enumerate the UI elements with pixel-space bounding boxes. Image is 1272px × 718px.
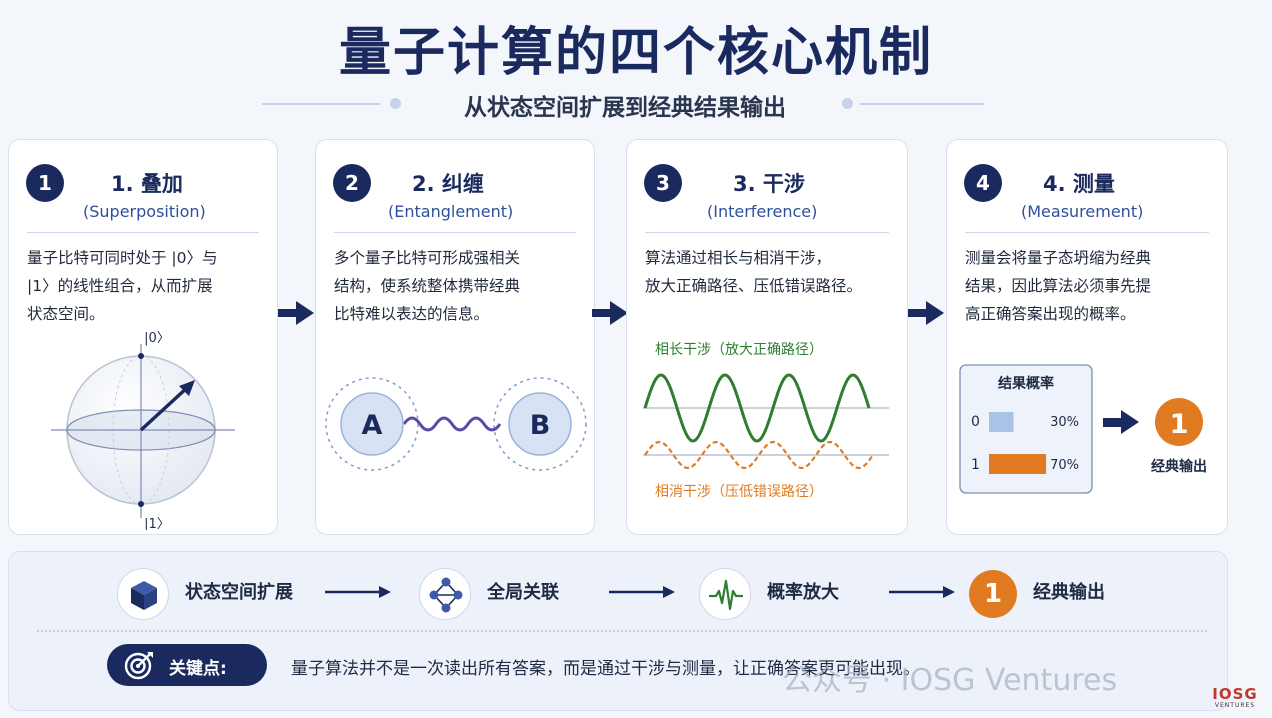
subtitle-dot-right — [842, 98, 853, 109]
card-divider — [334, 232, 576, 233]
sphere-top-label: |0〉 — [144, 331, 170, 346]
page-subtitle: 从状态空间扩展到经典结果输出 — [464, 95, 786, 121]
card-number: 1 — [26, 164, 64, 202]
desc-line: 状态空间。 — [27, 305, 105, 323]
sphere-bottom-label: |1〉 — [144, 517, 170, 530]
subtitle-line-left — [262, 103, 380, 105]
flow-step-label: 状态空间扩展 — [185, 582, 293, 603]
card-number: 3 — [644, 164, 682, 202]
node-b-label: B — [530, 410, 551, 441]
result-arrow-icon — [1121, 410, 1139, 434]
card-entanglement: 2 2. 纠缠 (Entanglement) 多个量子比特可形成强相关 结构，使… — [315, 139, 595, 535]
node-b-halo — [493, 377, 587, 471]
desc-line: 结构，使系统整体携带经典 — [334, 277, 521, 295]
key-point-pill: 关键点: — [107, 644, 267, 686]
card-subtitle: (Entanglement) — [388, 202, 514, 221]
flow-step-label: 经典输出 — [1033, 582, 1105, 603]
page-title: 量子计算的四个核心机制 — [338, 23, 933, 83]
desc-line: 量子比特可同时处于 |0〉与 — [27, 249, 218, 267]
arrow-right-icon — [592, 301, 628, 325]
logo-main: IOSG — [1212, 685, 1258, 703]
logo-sub: VENTURES — [1214, 702, 1256, 709]
desc-line: 放大正确路径、压低错误路径。 — [645, 277, 863, 295]
flow-arrow-icon — [325, 586, 391, 598]
card-interference: 3 3. 干涉 (Interference) 算法通过相长与相消干涉， 放大正确… — [626, 139, 908, 535]
probability-panel: 结果概率 0 30% 1 70% 1 经典输出 — [959, 364, 1207, 494]
node-a-label: A — [362, 410, 383, 441]
desc-line: 比特难以表达的信息。 — [334, 305, 490, 323]
iosg-logo: IOSG VENTURES — [1204, 686, 1266, 709]
key-point-text: 量子算法并不是一次读出所有答案，而是通过干涉与测量，让正确答案更可能出现。 — [291, 659, 920, 679]
prob-row-value-0: 30% — [1050, 415, 1079, 430]
pole-zero-dot — [138, 353, 144, 359]
prob-row-label-1: 1 — [971, 457, 980, 473]
card-divider — [645, 232, 889, 233]
card-description: 多个量子比特可形成强相关 结构，使系统整体携带经典 比特难以表达的信息。 — [334, 244, 520, 328]
desc-line: 多个量子比特可形成强相关 — [334, 249, 521, 267]
desc-line: |1〉的线性组合，从而扩展 — [27, 277, 213, 295]
result-label: 经典输出 — [1151, 458, 1207, 475]
destructive-wave — [644, 440, 874, 470]
subtitle-row: 从状态空间扩展到经典结果输出 — [0, 88, 1272, 121]
cube-icon — [117, 568, 169, 620]
state-vector-head — [179, 380, 195, 396]
desc-line: 高正确答案出现的概率。 — [965, 305, 1136, 323]
flow-step-label: 概率放大 — [767, 582, 839, 603]
interference-waves: 相长干涉（放大正确路径） 相消干涉（压低错误路径） — [643, 342, 889, 500]
card-divider — [965, 232, 1209, 233]
card-title: 4. 测量 — [1043, 172, 1115, 196]
node-b — [508, 392, 572, 456]
pole-one-dot — [138, 501, 144, 507]
waveform-icon — [699, 568, 751, 620]
prob-row-value-1: 70% — [1050, 458, 1079, 473]
entanglement-diagram: A B — [325, 377, 587, 471]
state-vector — [139, 384, 191, 432]
card-title: 2. 纠缠 — [412, 172, 484, 196]
result-value: 1 — [1170, 409, 1189, 440]
result-badge — [1155, 398, 1203, 446]
arrow-right-icon — [908, 301, 944, 325]
target-icon — [124, 652, 153, 680]
card-number: 2 — [333, 164, 371, 202]
entanglement-wave — [402, 416, 502, 432]
desc-line: 结果，因此算法必须事先提 — [965, 277, 1152, 295]
result-arrow-shaft — [1103, 418, 1123, 427]
flow-step-label: 全局关联 — [487, 582, 559, 603]
card-description: 测量会将量子态坍缩为经典 结果，因此算法必须事先提 高正确答案出现的概率。 — [965, 244, 1151, 328]
card-measurement: 4 4. 测量 (Measurement) 测量会将量子态坍缩为经典 结果，因此… — [946, 139, 1228, 535]
card-number: 4 — [964, 164, 1002, 202]
node-a — [340, 392, 404, 456]
subtitle-dot-left — [390, 98, 401, 109]
watermark: 公众号 · IOSG Ventures — [782, 663, 1118, 698]
prob-row-label-0: 0 — [971, 414, 980, 430]
flow-arrow-icon — [609, 586, 675, 598]
node-a-halo — [325, 377, 419, 471]
prob-bar-0 — [989, 412, 1014, 432]
card-subtitle: (Measurement) — [1021, 202, 1144, 221]
bloch-sphere-icon: |0〉 |1〉 — [51, 331, 235, 530]
card-subtitle: (Interference) — [707, 202, 818, 221]
desc-line: 算法通过相长与相消干涉， — [645, 249, 832, 267]
desc-line: 测量会将量子态坍缩为经典 — [965, 249, 1152, 267]
dotted-divider — [37, 630, 1207, 632]
summary-panel: 状态空间扩展 全局关联 概率放大 1 经典输出 — [8, 551, 1228, 711]
card-description: 算法通过相长与相消干涉， 放大正确路径、压低错误路径。 — [645, 244, 862, 300]
flow-arrow-icon — [889, 586, 955, 598]
subtitle-line-right — [860, 103, 984, 105]
card-title: 1. 叠加 — [111, 172, 183, 196]
arrow-right-icon — [278, 301, 314, 325]
key-point-label: 关键点: — [169, 659, 227, 679]
network-icon — [419, 568, 471, 620]
card-superposition: 1 1. 叠加 (Superposition) 量子比特可同时处于 |0〉与 |… — [8, 139, 278, 535]
probability-title: 结果概率 — [998, 375, 1054, 392]
prob-bar-1 — [989, 454, 1047, 474]
card-divider — [27, 232, 259, 233]
constructive-wave — [643, 373, 871, 443]
destructive-label: 相消干涉（压低错误路径） — [655, 484, 823, 500]
card-subtitle: (Superposition) — [83, 202, 206, 221]
number-badge: 1 — [969, 570, 1017, 618]
card-description: 量子比特可同时处于 |0〉与 |1〉的线性组合，从而扩展 状态空间。 — [27, 244, 218, 328]
constructive-label: 相长干涉（放大正确路径） — [655, 342, 823, 358]
card-title: 3. 干涉 — [733, 172, 805, 196]
